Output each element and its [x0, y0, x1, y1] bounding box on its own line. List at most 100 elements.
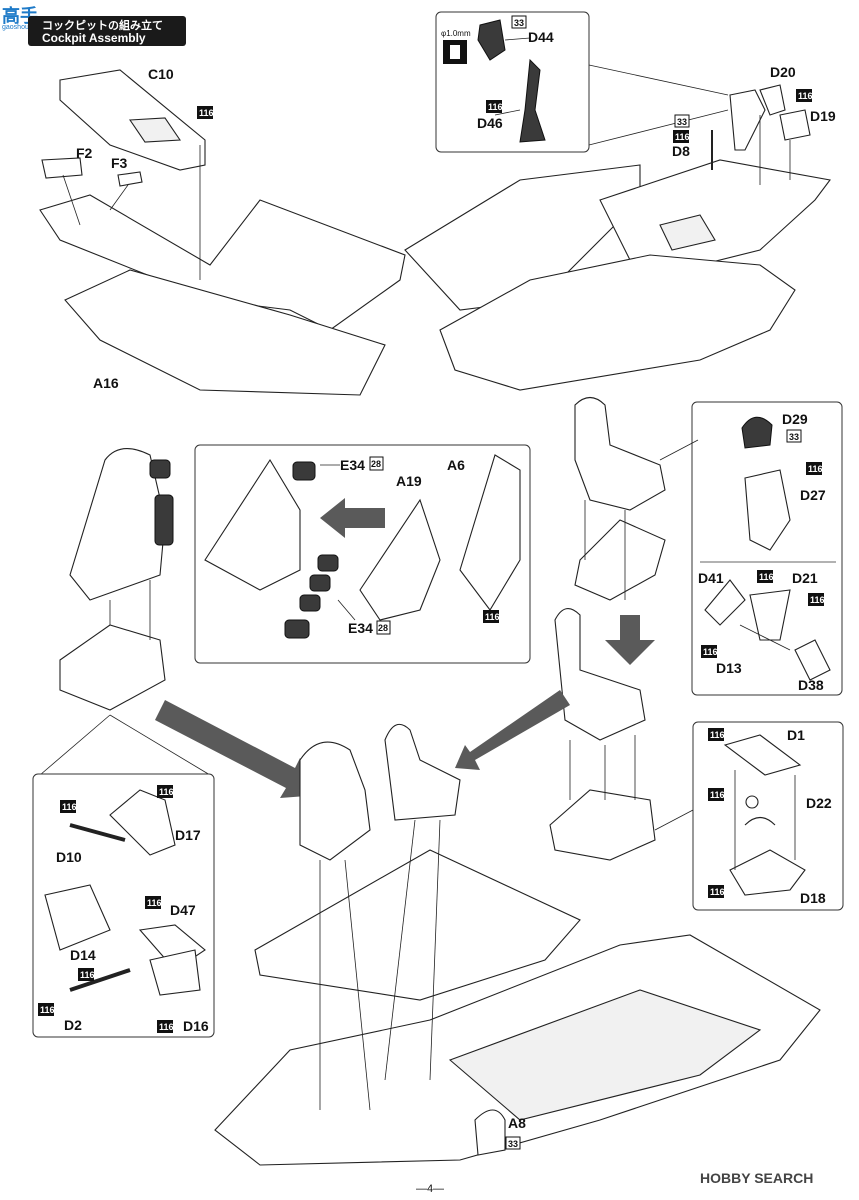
- watermark-subtext: gaoshou.com: [2, 24, 45, 31]
- badge-28: 28: [369, 456, 384, 471]
- seat-left-wheel-top: [149, 459, 171, 479]
- page-number: —4—: [415, 1183, 445, 1195]
- svg-text:116: 116: [703, 647, 718, 657]
- label-d17: D17: [175, 827, 201, 843]
- part-d21: [749, 589, 791, 641]
- hobby-search-logo: HOBBY SEARCH: [700, 1170, 814, 1186]
- label-d10: D10: [56, 849, 82, 865]
- badge-33: 33: [786, 429, 802, 443]
- badge-116: 116: [796, 89, 813, 102]
- badge-116: 116: [757, 570, 774, 583]
- badge-116: 116: [486, 100, 503, 113]
- arrow-left-icon: [320, 498, 385, 538]
- label-e34-bot: E34: [348, 620, 373, 636]
- label-a16: A16: [93, 375, 119, 391]
- svg-text:116: 116: [159, 787, 174, 797]
- badge-116: 116: [157, 1020, 174, 1033]
- part-d22-ring: [745, 795, 759, 809]
- seat-final-right: [384, 723, 461, 821]
- detail-panel-seat-wheels: [194, 444, 531, 664]
- badge-28: 28: [376, 620, 391, 635]
- cockpit-tub-left: [39, 69, 406, 396]
- wheel-e34-3: [299, 594, 321, 612]
- wheel-e34-2: [309, 574, 331, 592]
- part-d16: [149, 949, 201, 996]
- part-d17: [109, 789, 176, 856]
- badge-116: 116: [197, 106, 214, 119]
- svg-text:116: 116: [199, 108, 214, 118]
- svg-text:116: 116: [80, 970, 95, 980]
- label-d14: D14: [70, 947, 96, 963]
- label-d13: D13: [716, 660, 742, 676]
- label-d18: D18: [800, 890, 826, 906]
- detail-panel-d44-d46: [435, 11, 590, 153]
- fuselage-wing-lower: [448, 989, 762, 1121]
- label-d47: D47: [170, 902, 196, 918]
- seat-left-assembly: [39, 448, 211, 776]
- badge-116: 116: [673, 130, 690, 143]
- part-a8: [474, 1109, 506, 1156]
- svg-text:116: 116: [159, 1022, 174, 1032]
- title-english: Cockpit Assembly: [42, 31, 146, 45]
- svg-text:28: 28: [378, 623, 388, 633]
- detail-panel-seat-parts: [659, 401, 843, 696]
- part-a16: [64, 269, 386, 396]
- badge-116: 116: [60, 800, 77, 813]
- label-a19: A19: [396, 473, 422, 489]
- label-d46: D46: [477, 115, 503, 131]
- label-d44: D44: [528, 29, 554, 45]
- svg-text:116: 116: [485, 612, 500, 622]
- detail-panel-seat-base: [654, 721, 844, 911]
- label-d2: D2: [64, 1017, 82, 1033]
- part-d41: [704, 579, 746, 626]
- badge-116: 116: [38, 1003, 55, 1016]
- seat-right-frame: [574, 519, 666, 601]
- label-phi: φ1.0mm: [441, 29, 471, 38]
- part-c10-panel: [128, 117, 182, 143]
- part-d38: [794, 639, 831, 681]
- arrow-diag-left-icon: [455, 690, 570, 770]
- label-d27: D27: [800, 487, 826, 503]
- label-d20: D20: [770, 64, 796, 80]
- label-d19: D19: [810, 108, 836, 124]
- svg-text:116: 116: [759, 572, 774, 582]
- badge-116: 116: [806, 462, 823, 475]
- arrow-down-icon: [605, 615, 655, 665]
- label-f3: F3: [111, 155, 128, 171]
- fuselage-wing-upper: [254, 849, 581, 1001]
- svg-text:33: 33: [789, 432, 799, 442]
- label-c10: C10: [148, 66, 174, 82]
- part-d22: [744, 816, 776, 826]
- svg-text:116: 116: [147, 898, 162, 908]
- label-d38: D38: [798, 677, 824, 693]
- label-d8: D8: [672, 143, 690, 159]
- part-d20: [759, 84, 786, 116]
- part-d18: [729, 849, 806, 896]
- seat-right-assembly: [455, 396, 666, 861]
- seat-left-frame: [59, 624, 166, 711]
- badge-33: 33: [505, 1136, 521, 1150]
- label-d41: D41: [698, 570, 724, 586]
- badge-33: 33: [511, 15, 527, 29]
- badge-116: 116: [701, 645, 718, 658]
- seat-final-left: [299, 741, 371, 861]
- wheel-e34-top: [292, 461, 316, 481]
- title-japanese: コックピットの組み立て: [42, 20, 163, 32]
- badge-116: 116: [708, 885, 725, 898]
- seat-right-base: [549, 789, 656, 861]
- label-d29: D29: [782, 411, 808, 427]
- step-title: コックピットの組み立て Cockpit Assembly: [28, 16, 186, 46]
- badge-116: 116: [157, 785, 174, 798]
- part-d29: [741, 416, 773, 449]
- badge-116: 116: [78, 968, 95, 981]
- part-d14: [44, 884, 111, 951]
- seat-right-shell: [574, 396, 666, 511]
- part-d1: [723, 734, 802, 776]
- part-d27: [744, 469, 791, 551]
- wheel-e34-1: [317, 554, 339, 572]
- svg-text:116: 116: [798, 91, 813, 101]
- label-f2: F2: [76, 145, 93, 161]
- part-a6: [459, 454, 521, 611]
- label-a6: A6: [447, 457, 465, 473]
